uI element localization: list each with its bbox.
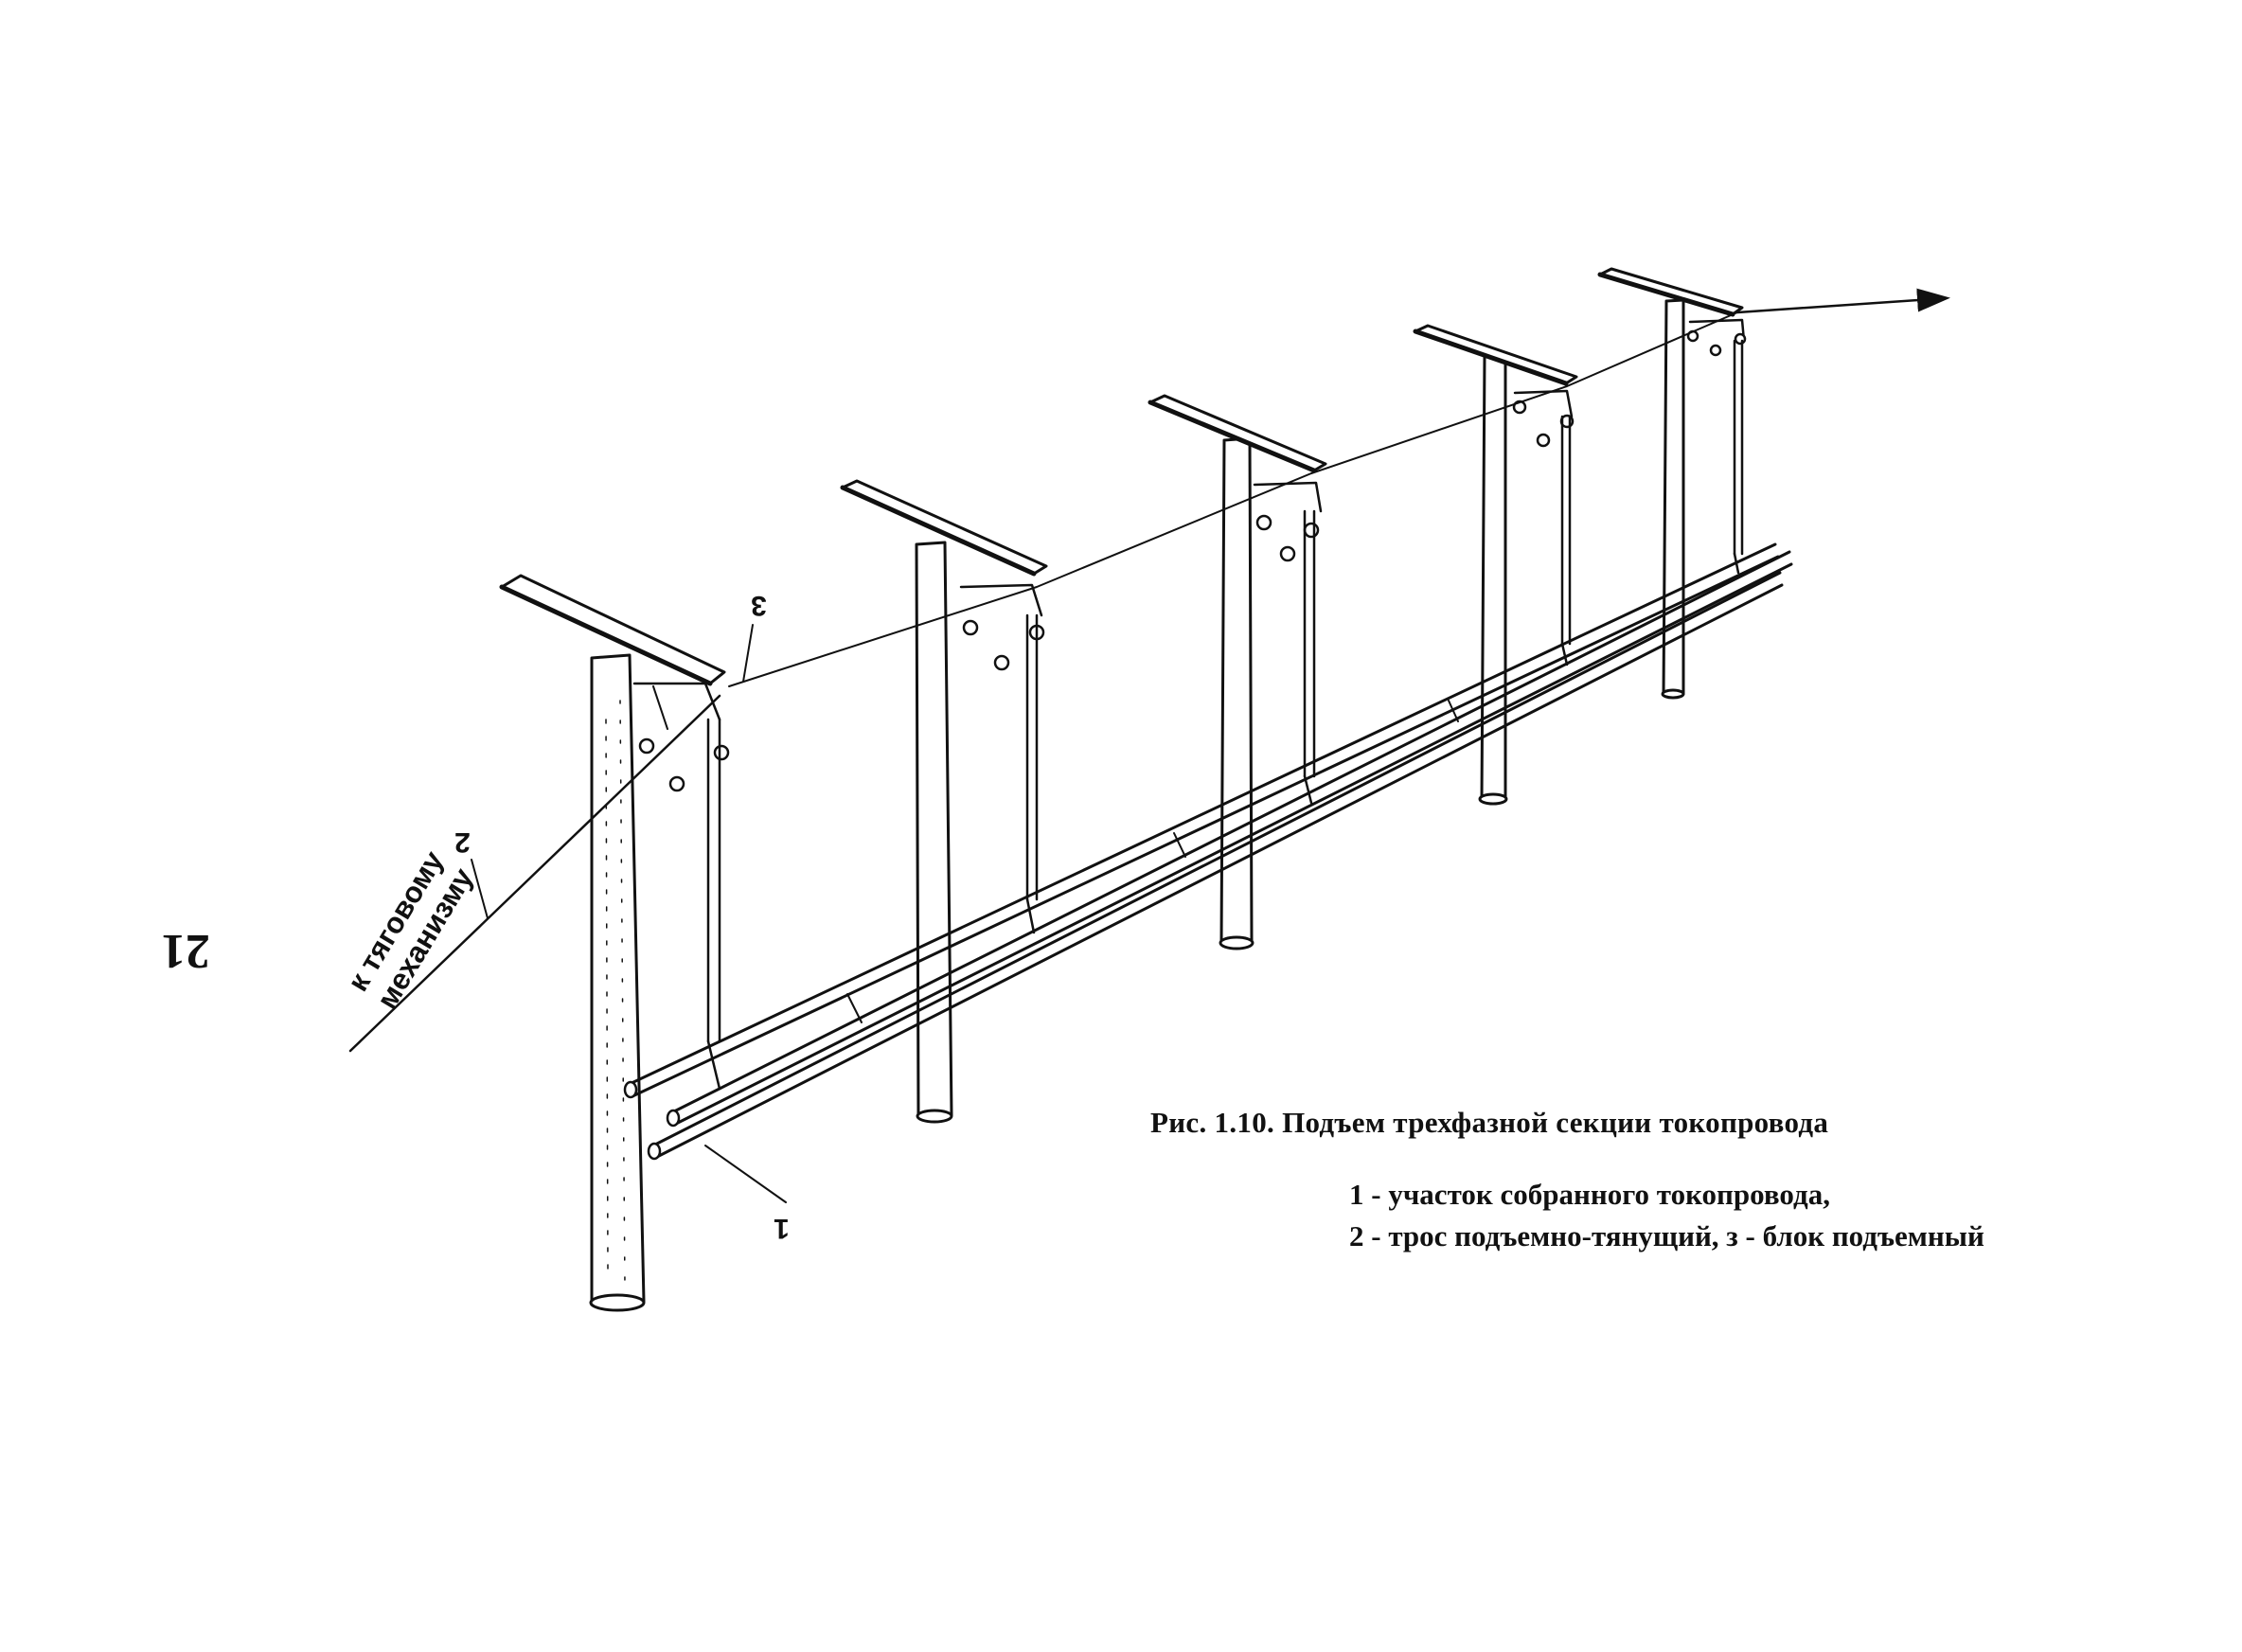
page-number: 21 [161,924,210,978]
hoisting-rope [728,311,1738,687]
pole-3 [1148,394,1327,950]
pull-direction-arrow [1735,288,1950,314]
callout-1: 1 [774,1213,790,1244]
leader-1 [704,1145,787,1203]
leader-3 [742,624,754,683]
legend-item-2: 2 - трос подъемно-тянущий, з - блок подъ… [1349,1219,1984,1252]
pole-2 [840,479,1048,1124]
figure-legend: 1 - участок собранного токопровода, 2 - … [1349,1174,2026,1257]
pole-1 [499,574,730,1312]
legend-item-1: 1 - участок собранного токопровода, [1349,1178,1830,1211]
callout-2: 2 [454,826,471,858]
conductor-section [623,542,1793,1161]
rope-to-mechanism [348,694,721,1053]
callout-3: 3 [751,590,767,621]
pole-4 [1413,324,1578,806]
figure-caption: Рис. 1.10. Подъем трехфазной секции токо… [1150,1106,1829,1139]
leader-2 [471,859,489,919]
pole-5 [1597,267,1747,700]
